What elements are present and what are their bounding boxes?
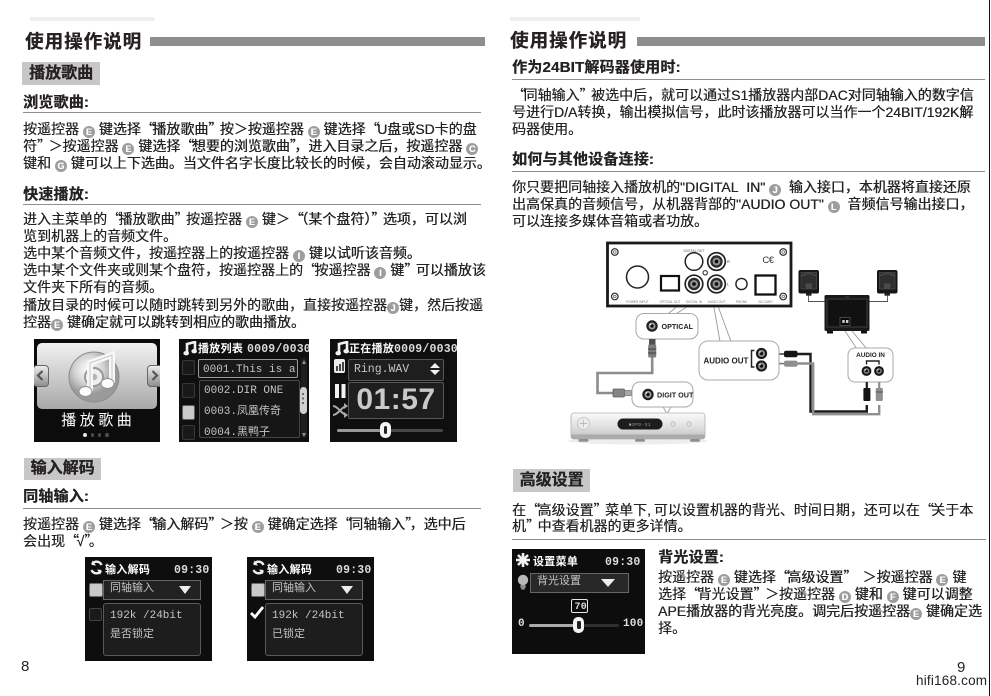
svg-text:PHONE: PHONE (736, 300, 747, 304)
svg-text:■SPD-S1: ■SPD-S1 (629, 422, 651, 428)
svg-text:DIGITAL IN: DIGITAL IN (686, 300, 703, 304)
svg-text:OPTICAL OUT: OPTICAL OUT (659, 300, 680, 304)
svg-text:SD CARD: SD CARD (758, 300, 773, 304)
svg-text:DIGITAL OUT: DIGITAL OUT (684, 249, 705, 253)
svg-text:L: L (727, 282, 730, 287)
svg-text:C€: C€ (762, 255, 774, 266)
svg-text:OPTICAL: OPTICAL (662, 322, 694, 331)
svg-text:AUDIO OUT: AUDIO OUT (704, 357, 749, 366)
svg-text:R: R (727, 259, 730, 264)
svg-text:AUDIO OUT: AUDIO OUT (708, 300, 726, 304)
svg-text:AUDIO IN: AUDIO IN (856, 352, 885, 359)
svg-text:POWER INPUT: POWER INPUT (626, 300, 649, 304)
svg-text:DIGIT OUT: DIGIT OUT (657, 391, 694, 400)
